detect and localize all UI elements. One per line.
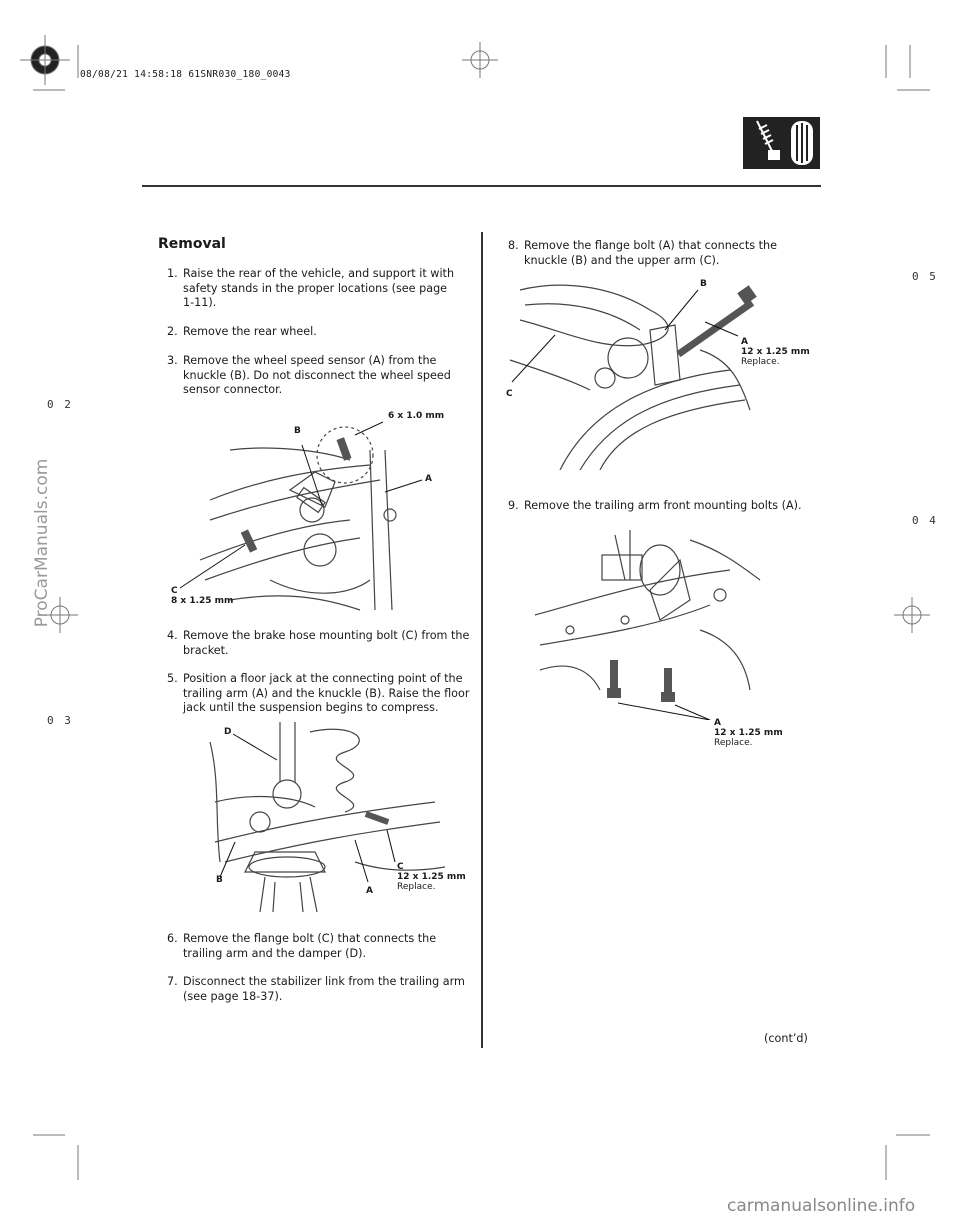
figure-floor-jack xyxy=(205,722,465,912)
fig3-label-b: B xyxy=(700,279,707,289)
fig3-label-c: C xyxy=(506,389,513,399)
fig1-label-size-top: 6 x 1.0 mm xyxy=(388,411,445,421)
step-number: 9. xyxy=(508,499,519,512)
fig3-label-a-note: Replace. xyxy=(741,357,780,367)
fig4-label-a-size: 12 x 1.25 mm xyxy=(714,728,783,738)
column-divider xyxy=(481,232,483,1048)
fig4-label-a: A xyxy=(714,718,721,728)
step-text: Remove the trailing arm front mounting b… xyxy=(524,499,802,512)
continued-note: (cont’d) xyxy=(764,1032,808,1045)
fig2-label-d: D xyxy=(224,727,232,737)
fig3-label-a-size: 12 x 1.25 mm xyxy=(741,347,810,357)
step-text: Position a floor jack at the connecting … xyxy=(183,672,470,715)
step-text: Remove the brake hose mounting bolt (C) … xyxy=(183,629,470,657)
fig2-label-a: A xyxy=(366,886,373,896)
margin-mark-04: 0 4 xyxy=(912,514,938,527)
step-text: Remove the rear wheel. xyxy=(183,325,317,338)
fig1-label-b: B xyxy=(294,426,301,436)
figure-wheel-speed-sensor xyxy=(170,410,480,620)
step-text: Remove the wheel speed sensor (A) from t… xyxy=(183,354,451,397)
suspension-icon xyxy=(743,117,820,169)
step-number: 6. xyxy=(167,932,178,945)
step-text: Raise the rear of the vehicle, and suppo… xyxy=(183,267,455,310)
figure-trailing-arm-bolts xyxy=(530,520,770,720)
print-stamp: 08/08/21 14:58:18 61SNR030_180_0043 xyxy=(80,69,291,80)
fig2-label-c: C xyxy=(397,862,404,872)
fig2-label-b: B xyxy=(216,875,223,885)
section-title: Removal xyxy=(158,236,226,252)
step-number: 4. xyxy=(167,629,178,642)
figure-upper-arm xyxy=(500,270,780,470)
step-number: 8. xyxy=(508,239,519,252)
bottom-watermark: carmanualsonline.info xyxy=(727,1196,916,1216)
margin-mark-05: 0 5 xyxy=(912,270,938,283)
step-number: 1. xyxy=(167,267,178,280)
step-text: Remove the flange bolt (C) that connects… xyxy=(183,932,437,960)
margin-mark-03: 0 3 xyxy=(47,714,73,727)
step-text: Disconnect the stabilizer link from the … xyxy=(183,975,465,1003)
fig2-label-c-note: Replace. xyxy=(397,882,436,892)
step-number: 5. xyxy=(167,672,178,685)
step-number: 7. xyxy=(167,975,178,988)
step-number: 2. xyxy=(167,325,178,338)
fig3-label-a: A xyxy=(741,337,748,347)
step-text: Remove the flange bolt (A) that connects… xyxy=(524,239,777,267)
fig1-label-c-size: 8 x 1.25 mm xyxy=(171,596,234,606)
margin-mark-02: 0 2 xyxy=(47,398,73,411)
step-number: 3. xyxy=(167,354,178,367)
fig2-label-c-size: 12 x 1.25 mm xyxy=(397,872,466,882)
fig1-label-c: C xyxy=(171,586,178,596)
header-rule xyxy=(142,185,821,187)
fig1-label-a: A xyxy=(425,474,432,484)
side-watermark: ProCarManuals.com xyxy=(32,458,52,628)
fig4-label-a-note: Replace. xyxy=(714,738,753,748)
